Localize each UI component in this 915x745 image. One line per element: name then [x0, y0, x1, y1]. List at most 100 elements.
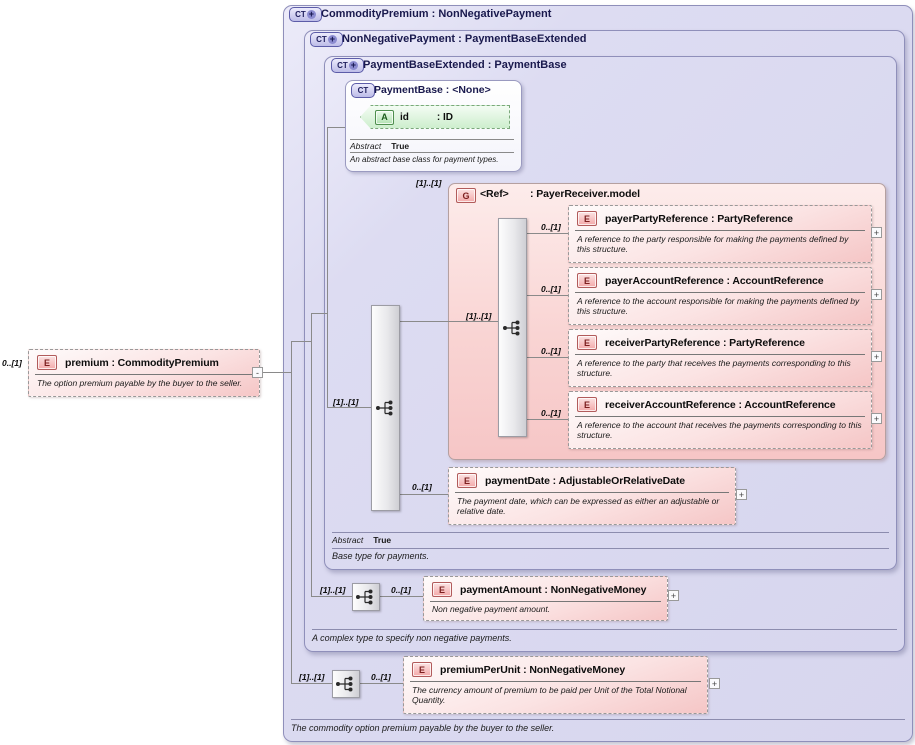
- divider: [312, 629, 897, 630]
- cardinality-label: 0..[1]: [371, 672, 391, 682]
- cardinality-label: 0..[1]: [412, 482, 432, 492]
- expand-button[interactable]: +: [871, 413, 882, 424]
- element-icon: E: [412, 662, 432, 677]
- group-type: : PayerReceiver.model: [530, 188, 640, 200]
- expand-button[interactable]: +: [709, 678, 720, 689]
- connector-line: [291, 341, 312, 342]
- attribute-icon: A: [375, 109, 394, 125]
- paymentamount-element-box[interactable]: E paymentAmount : NonNegativeMoney Non n…: [423, 576, 668, 621]
- cardinality-label: [1]..[1]: [466, 311, 492, 321]
- divider: [332, 548, 889, 549]
- collapse-button[interactable]: -: [252, 367, 263, 378]
- connector-line: [527, 357, 569, 358]
- element-name: paymentAmount : NonNegativeMoney: [460, 583, 647, 596]
- connector-line: [327, 127, 328, 408]
- cardinality-label: 0..[1]: [2, 358, 22, 368]
- connector-line: [327, 407, 372, 408]
- connector-line: [527, 233, 569, 234]
- cardinality-label: [1]..[1]: [416, 178, 442, 188]
- element-name: paymentDate : AdjustableOrRelativeDate: [485, 474, 686, 487]
- payeraccountreference-element-box[interactable]: E payerAccountReference : AccountReferen…: [568, 267, 872, 325]
- cardinality-label: [1]..[1]: [320, 585, 346, 595]
- paymentbase-doc: An abstract base class for payment types…: [350, 155, 499, 164]
- paymentbaseextended-abstract-row: Abstract True: [332, 535, 391, 545]
- element-name: receiverAccountReference : AccountRefere…: [605, 398, 836, 411]
- plus-circle-icon: +: [348, 60, 358, 70]
- complextype-plus-icon[interactable]: CT +: [331, 58, 364, 73]
- element-icon: E: [577, 335, 597, 350]
- connector-line: [327, 127, 346, 128]
- receiverpartyreference-element-box[interactable]: E receiverPartyReference : PartyReferenc…: [568, 329, 872, 387]
- premiumperunit-element-box[interactable]: E premiumPerUnit : NonNegativeMoney The …: [403, 656, 708, 714]
- paymentbase-title: PaymentBase : <None>: [374, 84, 491, 96]
- element-icon: E: [577, 397, 597, 412]
- plus-circle-icon: +: [306, 9, 316, 19]
- sequence-compositor-bar: [371, 305, 400, 511]
- element-icon: E: [577, 273, 597, 288]
- connector-line: [291, 341, 292, 684]
- receiveraccountreference-element-box[interactable]: E receiverAccountReference : AccountRefe…: [568, 391, 872, 449]
- element-doc: The option premium payable by the buyer …: [37, 378, 243, 388]
- element-name: receiverPartyReference : PartyReference: [605, 336, 805, 349]
- element-icon: E: [37, 355, 57, 370]
- cardinality-label: 0..[1]: [391, 585, 411, 595]
- paymentbaseextended-doc: Base type for payments.: [332, 551, 430, 561]
- divider: [350, 139, 514, 140]
- element-doc: A reference to the account responsible f…: [577, 296, 860, 316]
- sequence-icon: [375, 400, 392, 416]
- expand-button[interactable]: +: [871, 351, 882, 362]
- divider: [410, 681, 701, 682]
- divider: [575, 292, 865, 293]
- paymentbase-abstract-row: Abstract True: [350, 141, 409, 151]
- element-name: premium : CommodityPremium: [65, 356, 219, 369]
- ct-icon-label: CT: [357, 85, 369, 95]
- expand-button[interactable]: +: [668, 590, 679, 601]
- element-doc: A reference to the party responsible for…: [577, 234, 849, 254]
- premium-element-box[interactable]: E premium : CommodityPremium The option …: [28, 349, 260, 397]
- ct-icon-label: CT: [316, 34, 327, 44]
- cardinality-label: 0..[1]: [541, 408, 561, 418]
- commoditypremium-title: CommodityPremium : NonNegativePayment: [321, 8, 552, 20]
- element-doc: A reference to the party that receives t…: [577, 358, 851, 378]
- expand-button[interactable]: +: [736, 489, 747, 500]
- element-icon: E: [457, 473, 477, 488]
- nonnegativepayment-title: NonNegativePayment : PaymentBaseExtended: [342, 33, 587, 45]
- complextype-icon: CT: [351, 83, 375, 98]
- sequence-icon: [502, 320, 519, 335]
- cardinality-label: [1]..[1]: [333, 397, 359, 407]
- connector-line: [291, 683, 333, 684]
- commoditypremium-doc: The commodity option premium payable by …: [291, 723, 555, 733]
- expand-button[interactable]: +: [871, 227, 882, 238]
- connector-line: [527, 419, 569, 420]
- expand-button[interactable]: +: [871, 289, 882, 300]
- divider: [291, 719, 905, 720]
- connector-line: [263, 372, 292, 373]
- paymentbaseextended-title: PaymentBaseExtended : PaymentBase: [363, 59, 567, 71]
- divider: [575, 354, 865, 355]
- complextype-plus-icon[interactable]: CT +: [289, 7, 322, 22]
- divider: [430, 601, 661, 602]
- element-name: premiumPerUnit : NonNegativeMoney: [440, 663, 626, 676]
- cardinality-label: 0..[1]: [541, 346, 561, 356]
- element-doc: The payment date, which can be expressed…: [457, 496, 720, 516]
- connector-line: [380, 596, 424, 597]
- abstract-label: Abstract: [332, 535, 364, 545]
- plus-circle-icon: +: [327, 34, 337, 44]
- abstract-value: True: [373, 535, 392, 545]
- complextype-plus-icon[interactable]: CT +: [310, 32, 343, 47]
- sequence-icon: [356, 589, 373, 605]
- ct-icon-label: CT: [337, 60, 348, 70]
- cardinality-label: 0..[1]: [541, 284, 561, 294]
- nonnegativepayment-doc: A complex type to specify non negative p…: [312, 633, 512, 643]
- element-name: payerAccountReference : AccountReference: [605, 274, 824, 287]
- sequence-compositor-bar: [498, 218, 527, 437]
- ct-icon-label: CT: [295, 9, 306, 19]
- payerpartyreference-element-box[interactable]: E payerPartyReference : PartyReference A…: [568, 205, 872, 263]
- abstract-label: Abstract: [350, 141, 382, 151]
- paymentdate-element-box[interactable]: E paymentDate : AdjustableOrRelativeDate…: [448, 467, 736, 525]
- element-icon: E: [577, 211, 597, 226]
- sequence-compositor: [352, 583, 380, 611]
- attribute-id[interactable]: A id : ID: [360, 105, 510, 129]
- connector-line: [311, 313, 328, 314]
- divider: [35, 374, 253, 375]
